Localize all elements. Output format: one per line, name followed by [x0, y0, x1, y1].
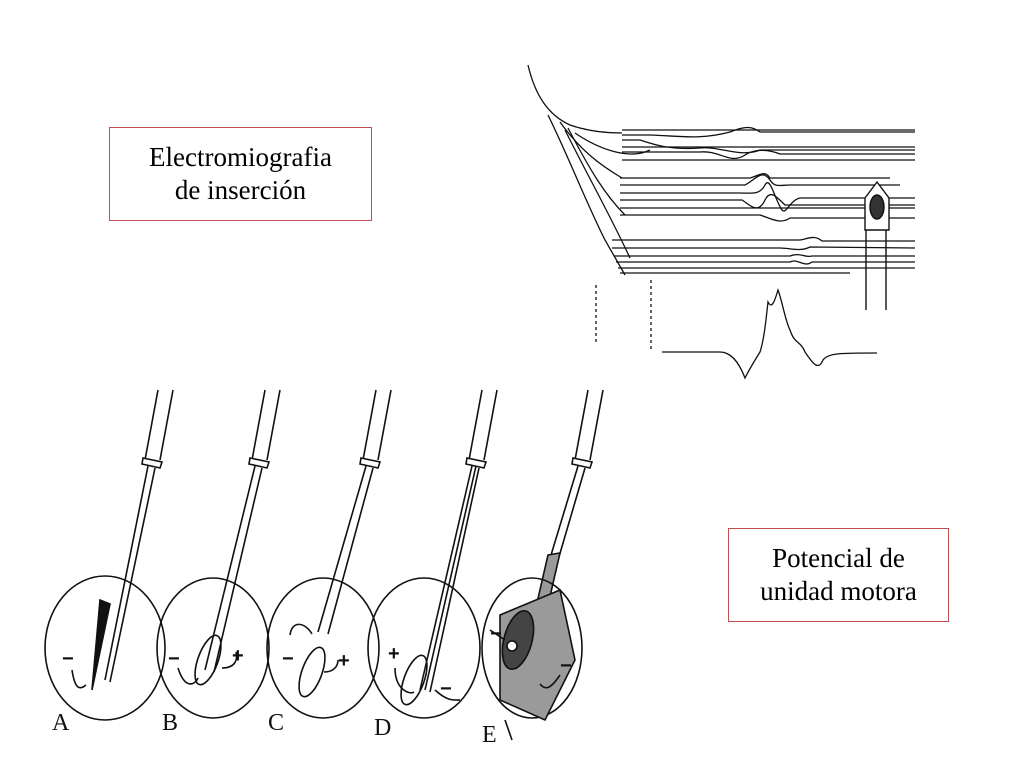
fiber-fan-1 — [547, 114, 626, 276]
panel-a-needle-tip — [91, 598, 111, 691]
panel-c — [266, 389, 392, 719]
panel-b-sign-2: + — [232, 645, 244, 667]
motor-unit-potential-trace — [662, 288, 878, 380]
panel-c-sign-2: + — [338, 650, 350, 672]
insertion-emg-label-box: Electromiografia de inserción — [109, 127, 372, 221]
motor-unit-title-line1: Potencial de — [772, 543, 905, 573]
panel-e-fiber-ellipse — [501, 609, 535, 671]
fiber-fan-2 — [559, 121, 623, 179]
needle-core-ellipse — [869, 194, 885, 220]
fiber-fan-4 — [564, 129, 631, 259]
panel-a-circle — [44, 575, 166, 721]
trace-line — [622, 126, 915, 138]
insertion-emg-title-line1: Electromiografia — [149, 142, 332, 172]
trace-line — [620, 214, 915, 222]
panel-d-circle — [367, 577, 481, 719]
panel-c-circle — [266, 577, 380, 719]
panel-b-bevel — [194, 634, 222, 686]
trace-line — [620, 173, 890, 179]
trace-line — [612, 246, 916, 251]
panel-c-sign-1: − — [282, 648, 294, 670]
trace-line — [622, 149, 915, 160]
panel-d-letter: D — [374, 715, 391, 741]
panel-b-sign-1: − — [168, 648, 180, 670]
emg-trace-diagram — [527, 64, 916, 380]
panel-b — [156, 389, 281, 719]
panel-c-letter: C — [268, 710, 284, 736]
fiber-fan-3 — [567, 127, 626, 216]
trace-line — [620, 174, 900, 187]
panel-a-sign-1: − — [62, 648, 74, 670]
panel-d — [367, 389, 498, 719]
panel-e-sign-2: − — [560, 655, 572, 677]
panel-c-bevel — [298, 646, 326, 698]
panel-d-bevel — [400, 654, 428, 706]
trace-line — [612, 236, 915, 242]
panel-e — [481, 389, 604, 741]
needle-panels — [44, 389, 604, 741]
motor-unit-title-line2: unidad motora — [760, 576, 917, 606]
concentric-needle-figure — [864, 180, 890, 310]
panel-e-letter: E — [482, 722, 497, 748]
trace-line — [614, 253, 915, 258]
insertion-emg-title-line2: de inserción — [174, 175, 307, 205]
panel-d-sign-2: − — [440, 678, 452, 700]
panel-a-letter: A — [52, 710, 70, 736]
panel-e-sign-1: − — [490, 623, 502, 645]
trace-line — [620, 193, 915, 209]
panel-annotations: A − B − + C − + D + − E − − — [52, 623, 572, 748]
panel-e-electrode-dot — [506, 640, 518, 652]
panel-d-sign-1: + — [388, 643, 400, 665]
muscle-border-curve — [527, 64, 623, 134]
panel-e-circle — [481, 577, 583, 719]
panel-b-letter: B — [162, 710, 178, 736]
trace-line — [616, 260, 915, 265]
motor-unit-potential-label-box: Potencial de unidad motora — [728, 528, 949, 622]
panel-a — [44, 389, 174, 721]
panel-b-circle — [156, 577, 270, 719]
fiber-fan-5 — [574, 132, 651, 155]
